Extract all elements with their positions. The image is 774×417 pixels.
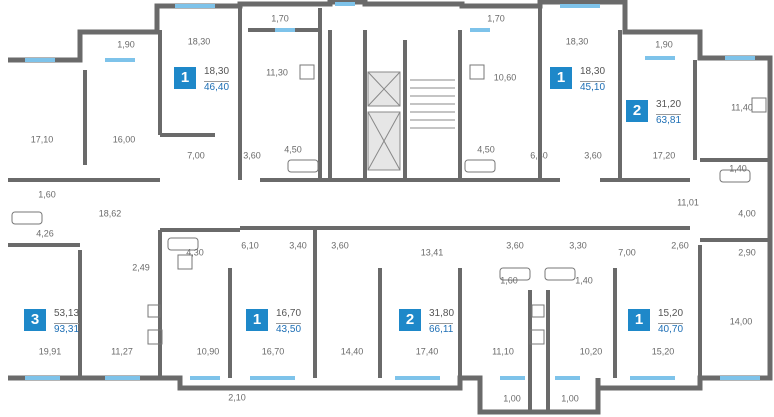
room-area-30: 13,41 [420,247,444,258]
living-area: 16,70 [276,308,302,319]
stairwell [367,71,401,171]
room-area-20: 1,60 [38,189,56,200]
living-area: 53,13 [54,308,80,319]
room-area-6: 16,00 [112,134,136,145]
living-area: 31,20 [656,99,682,110]
room-area-26: 4,30 [186,247,204,258]
room-area-1: 1,90 [117,39,135,50]
total-area: 40,70 [658,323,684,335]
room-area-45: 10,20 [579,346,603,357]
room-count-badge: 1 [174,67,196,89]
outer-walls [8,0,773,415]
room-count-badge: 2 [626,100,648,122]
room-count-badge: 3 [24,309,46,331]
living-area: 15,20 [658,308,684,319]
room-area-24: 4,00 [738,208,756,219]
room-area-43: 17,40 [415,346,439,357]
room-area-14: 11,40 [731,102,753,113]
room-area-36: 1,60 [500,275,518,286]
room-area-10: 1,70 [487,13,505,24]
room-area-40: 10,90 [196,346,220,357]
room-area-23: 11,01 [677,197,699,208]
total-area: 46,40 [204,81,230,93]
room-area-15: 4,50 [477,144,495,155]
room-area-39: 11,27 [111,346,133,357]
room-area-50: 1,00 [561,393,579,404]
room-area-7: 7,00 [187,150,205,161]
room-area-4: 11,30 [266,67,288,78]
living-area: 18,30 [580,66,606,77]
room-area-21: 18,62 [98,208,122,219]
room-area-31: 3,60 [506,240,524,251]
room-count-badge: 1 [246,309,268,331]
room-area-5: 17,10 [30,134,54,145]
room-area-25: 2,49 [132,262,150,273]
room-count-badge: 1 [628,309,650,331]
room-area-46: 15,20 [651,346,675,357]
room-area-49: 1,00 [503,393,521,404]
living-area: 18,30 [204,66,230,77]
room-area-9: 4,50 [284,144,302,155]
total-area: 43,50 [276,323,302,335]
room-area-13: 10,60 [493,72,517,83]
stairs [410,79,455,129]
room-area-38: 19,91 [38,346,62,357]
room-area-19: 1,40 [729,163,747,174]
room-area-42: 14,40 [340,346,364,357]
room-area-41: 16,70 [261,346,285,357]
room-area-27: 6,10 [241,240,259,251]
room-area-48: 2,10 [228,392,246,403]
total-area: 66,11 [429,323,454,335]
room-area-2: 18,30 [187,36,211,47]
room-area-47: 14,00 [729,316,753,327]
room-area-17: 3,60 [584,150,602,161]
total-area: 93,31 [54,323,80,335]
fixtures [11,64,767,345]
room-area-34: 2,60 [671,240,689,251]
room-area-18: 17,20 [652,150,676,161]
inner-walls [8,8,770,410]
room-count-badge: 1 [550,67,572,89]
room-area-8: 3,60 [243,150,261,161]
room-area-12: 1,90 [655,39,673,50]
room-area-33: 7,00 [618,247,636,258]
room-area-3: 1,70 [271,13,289,24]
room-area-44: 11,10 [492,346,514,357]
room-area-16: 6,40 [530,150,548,161]
windows [25,2,760,380]
total-area: 63,81 [656,114,682,126]
room-area-11: 18,30 [565,36,589,47]
room-area-29: 3,60 [331,240,349,251]
room-area-35: 2,90 [738,247,756,258]
room-area-22: 4,26 [36,228,54,239]
room-area-28: 3,40 [289,240,307,251]
living-area: 31,80 [429,308,455,319]
room-area-37: 1,40 [575,275,593,286]
room-count-badge: 2 [399,309,421,331]
total-area: 45,10 [580,81,606,93]
room-area-32: 3,30 [569,240,587,251]
